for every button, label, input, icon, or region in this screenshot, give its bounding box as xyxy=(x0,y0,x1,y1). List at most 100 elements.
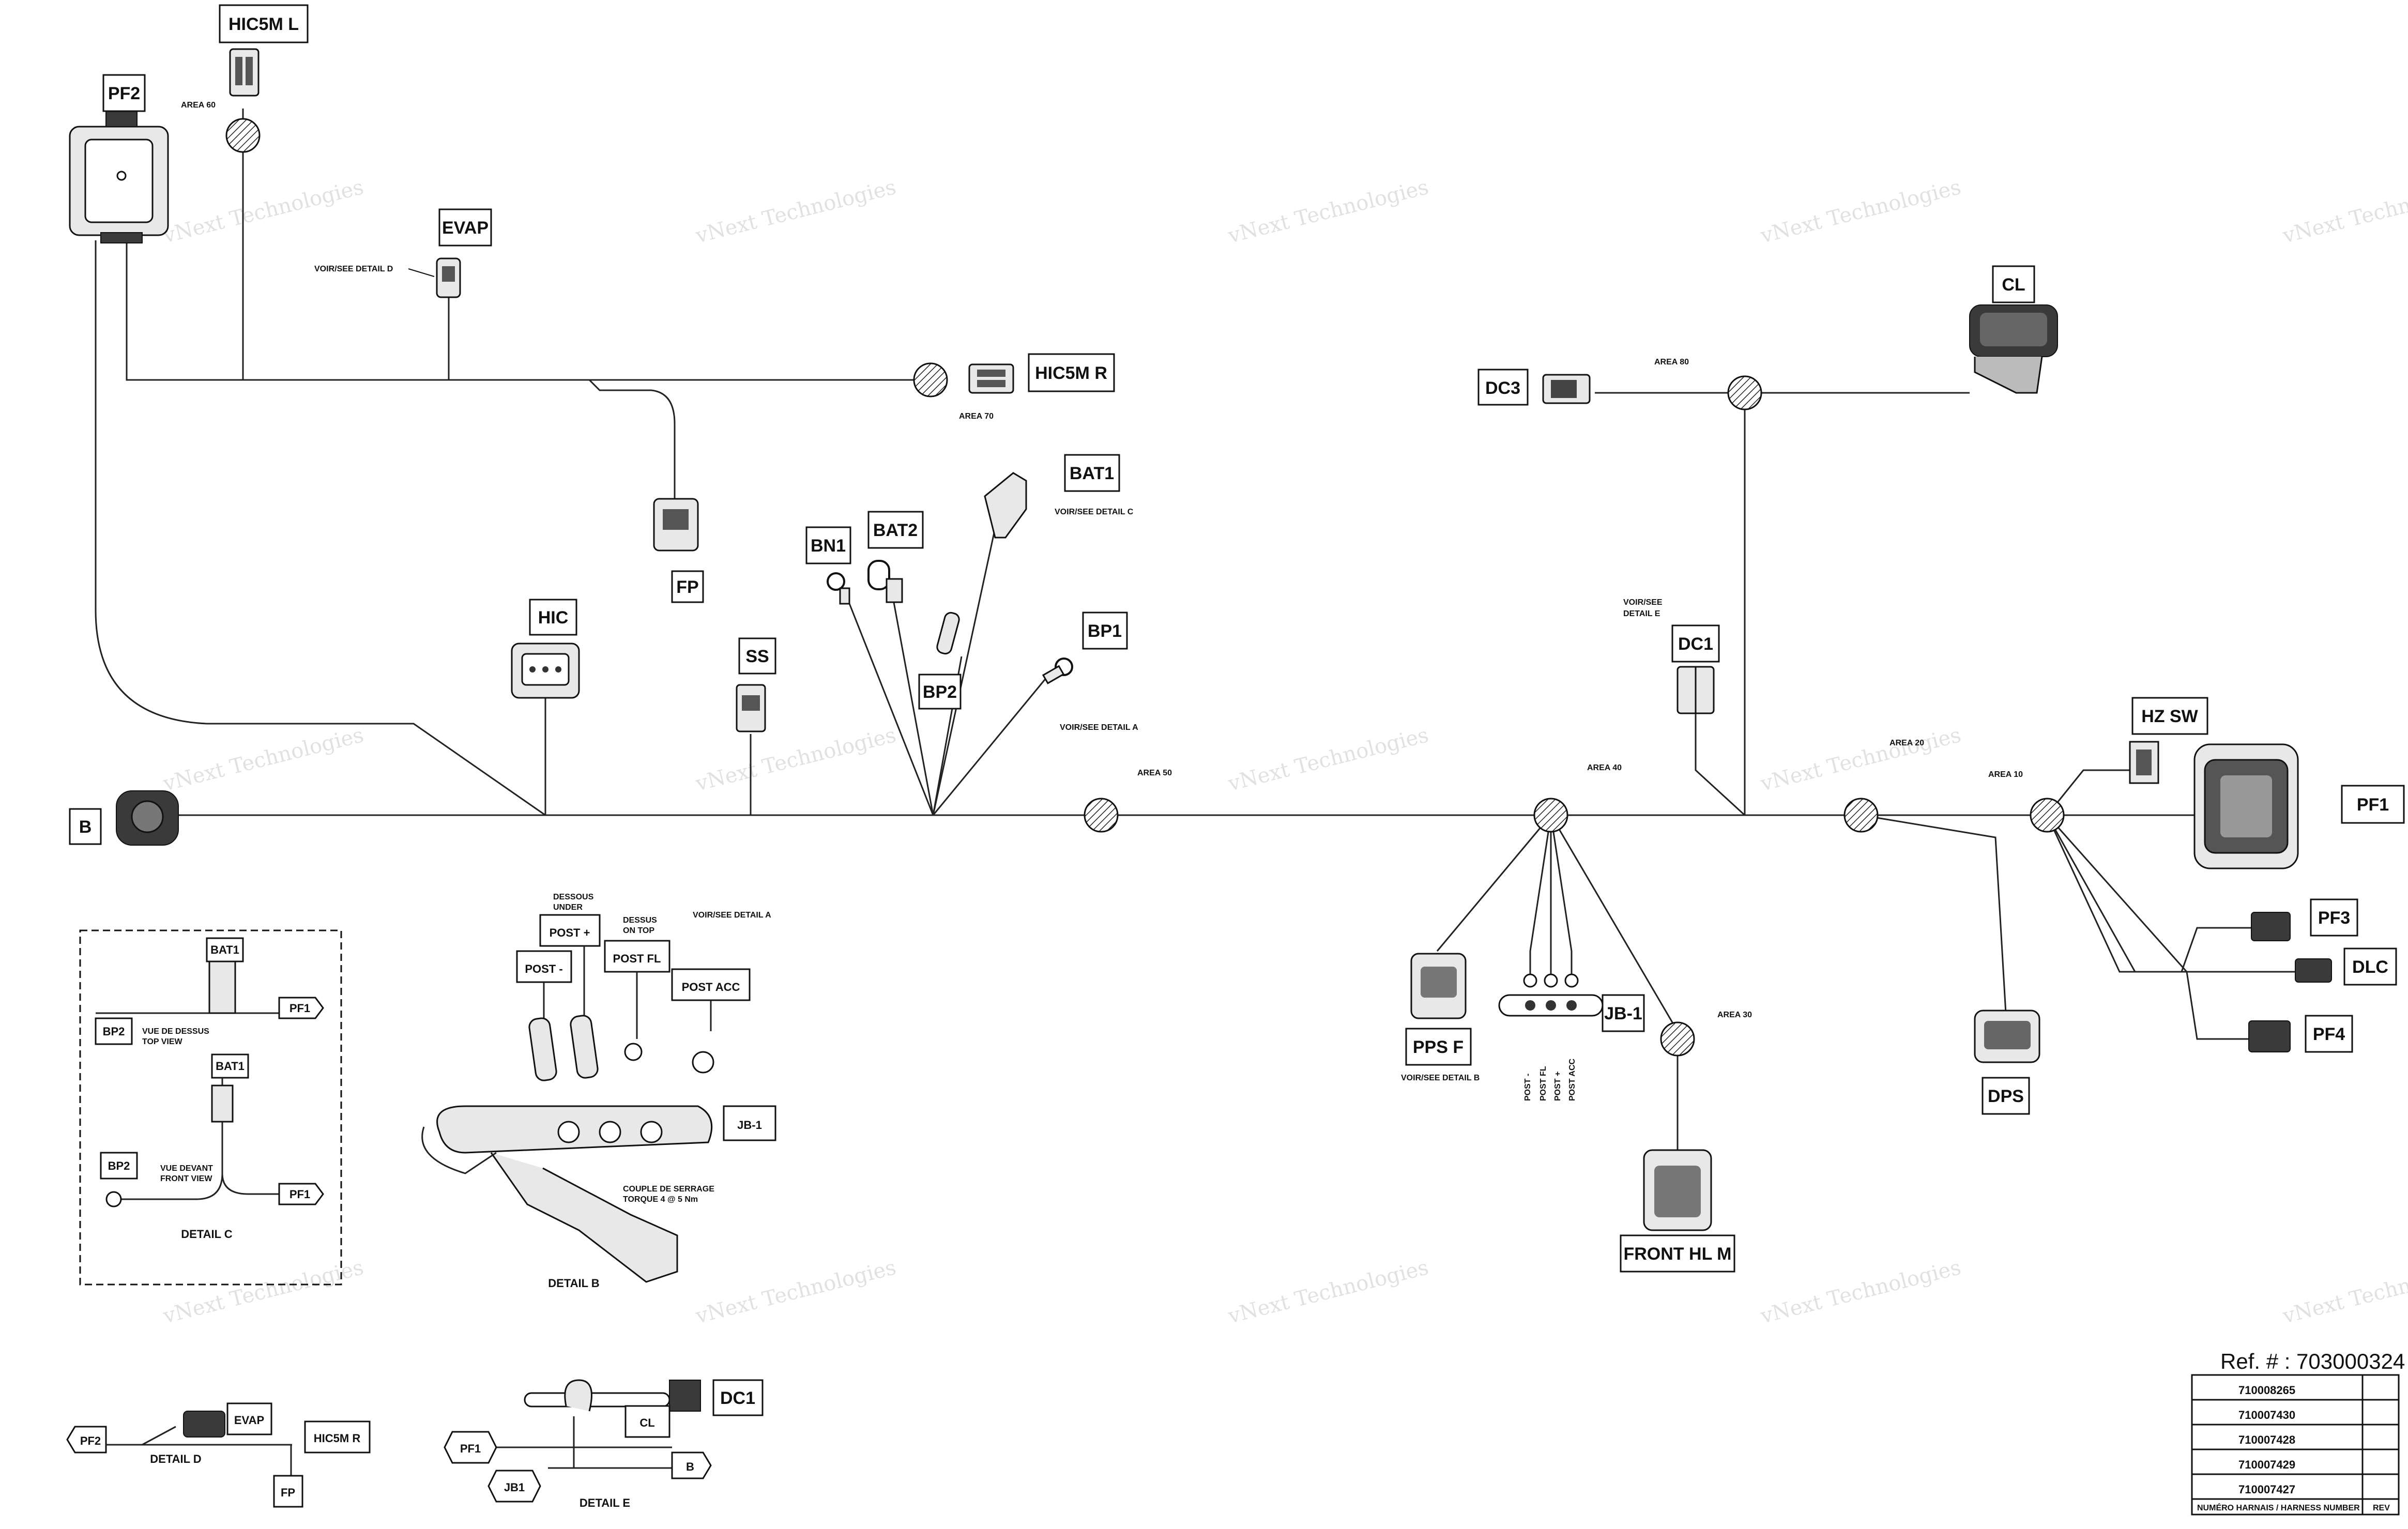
reference-table: Ref. # : 703000324 710008265 710007430 7… xyxy=(2191,1349,2405,1516)
label-fp: FP xyxy=(676,577,698,597)
jb1-block-icon xyxy=(1498,973,1604,1017)
ref-footer-right: REV xyxy=(2373,1504,2390,1512)
detail-c-bp2-top: BP2 xyxy=(103,1025,125,1038)
detail-c-bp2-front: BP2 xyxy=(108,1159,130,1172)
label-ss: SS xyxy=(745,647,769,666)
connectors xyxy=(69,48,2332,1231)
detail-d-fp: FP xyxy=(281,1486,295,1499)
area-70-marker xyxy=(913,362,948,397)
jb-post-acc: POST ACC xyxy=(1568,1058,1577,1101)
detail-c-title: DETAIL C xyxy=(181,1228,233,1241)
watermark: vNext Technologies xyxy=(1225,175,1431,248)
label-pf4: PF4 xyxy=(2313,1025,2345,1044)
bp1-ring-terminal-icon xyxy=(1042,658,1073,684)
dps-connector-icon xyxy=(1974,1010,2040,1063)
detail-c-panel: BAT1 PF1 BP2 VUE DE DESSUS TOP VIEW BAT1… xyxy=(79,929,342,1286)
area-70-label: AREA 70 xyxy=(959,412,994,421)
detail-e-cl: CL xyxy=(639,1416,654,1429)
label-bat1: BAT1 xyxy=(1070,464,1114,483)
ref-row: 710007427 xyxy=(2238,1483,2295,1496)
dc1-connector-icon xyxy=(1677,666,1715,714)
note-see-detail-d: VOIR/SEE DETAIL D xyxy=(314,265,393,273)
detail-b-dessous-1: DESSOUS xyxy=(553,893,594,901)
jb-post-plus: POST + xyxy=(1553,1072,1562,1101)
area-10-marker xyxy=(2030,798,2065,833)
front-hl-m-connector-icon xyxy=(1643,1149,1712,1231)
label-b: B xyxy=(79,817,92,837)
area-30-marker xyxy=(1660,1021,1695,1057)
label-dlc: DLC xyxy=(2352,957,2388,977)
watermark: vNext Technologies xyxy=(2280,175,2408,248)
detail-b-post-plus: POST + xyxy=(550,926,590,939)
hz-sw-switch-icon xyxy=(2129,741,2159,784)
detail-e-b: B xyxy=(686,1460,694,1473)
label-hic5m-r: HIC5M R xyxy=(1035,363,1107,383)
b-connector-icon xyxy=(116,790,179,846)
note-see-detail-e-1: VOIR/SEE xyxy=(1623,598,1663,607)
watermark: vNext Technologies xyxy=(1758,723,1963,796)
area-30-label: AREA 30 xyxy=(1717,1011,1752,1019)
label-bat2: BAT2 xyxy=(873,521,918,540)
label-hic5m-l: HIC5M L xyxy=(228,14,299,34)
label-jb1: JB-1 xyxy=(1604,1004,1642,1023)
ref-row: 710007430 xyxy=(2238,1409,2295,1421)
detail-e-dc1: DC1 xyxy=(720,1388,755,1408)
ref-row: 710007428 xyxy=(2238,1433,2295,1446)
watermark: vNext Technologies xyxy=(693,1256,898,1328)
detail-c-bat1-front: BAT1 xyxy=(216,1060,245,1073)
pf4-connector-icon xyxy=(2248,1020,2291,1052)
detail-d-panel: PF2 EVAP HIC5M R FP DETAIL D xyxy=(66,1402,371,1508)
detail-e-panel: DC1 CL PF1 B JB1 DETAIL E xyxy=(444,1379,764,1509)
detail-c-bat1-top: BAT1 xyxy=(210,943,239,956)
detail-c-front-view-1: VUE DEVANT xyxy=(160,1164,213,1173)
fp-connector-icon xyxy=(653,498,699,552)
label-front-hl-m: FRONT HL M xyxy=(1623,1244,1731,1264)
area-60-label: AREA 60 xyxy=(181,101,216,110)
area-40-label: AREA 40 xyxy=(1587,763,1622,772)
label-pf1: PF1 xyxy=(2357,795,2389,815)
watermark: vNext Technologies xyxy=(1758,175,1963,248)
area-60-marker xyxy=(225,118,261,153)
area-20-marker xyxy=(1843,798,1879,833)
detail-b-post-fl: POST FL xyxy=(613,952,661,965)
label-cl: CL xyxy=(2002,275,2025,295)
ref-footer-left: NUMÉRO HARNAIS / HARNESS NUMBER xyxy=(2197,1503,2360,1512)
jb-post-fl: POST FL xyxy=(1539,1066,1548,1101)
area-markers: AREA 60 AREA 70 AREA 50 AREA 80 AREA 40 … xyxy=(181,101,2065,1057)
area-20-label: AREA 20 xyxy=(1889,739,1924,747)
detail-b-title: DETAIL B xyxy=(548,1277,599,1290)
area-80-marker xyxy=(1727,375,1762,410)
dlc-connector-icon xyxy=(2295,958,2332,983)
label-dc1: DC1 xyxy=(1678,634,1713,654)
watermark: vNext Technologies xyxy=(1758,1256,1963,1328)
note-see-detail-e-2: DETAIL E xyxy=(1623,609,1660,618)
ref-row: 710007429 xyxy=(2238,1458,2295,1471)
harness-wires xyxy=(95,109,2295,1158)
bat1-terminal-icon xyxy=(984,472,1027,539)
label-pps-f: PPS F xyxy=(1413,1037,1464,1057)
detail-c-front-view-2: FRONT VIEW xyxy=(160,1174,212,1183)
watermark: vNext Technologies xyxy=(160,723,366,796)
ref-row: 710008265 xyxy=(2238,1384,2295,1397)
bp2-terminal-icon xyxy=(936,611,960,655)
area-10-label: AREA 10 xyxy=(1988,770,2023,779)
bn1-ring-terminal-icon xyxy=(827,572,850,605)
detail-b-see-a: VOIR/SEE DETAIL A xyxy=(693,911,771,920)
bat2-terminal-icon xyxy=(867,560,903,603)
label-pf3: PF3 xyxy=(2318,908,2350,928)
label-pf2: PF2 xyxy=(108,84,140,103)
hic5m-l-connector-icon xyxy=(229,48,260,97)
dc3-connector-icon xyxy=(1542,374,1591,404)
label-hic: HIC xyxy=(538,608,569,628)
pps-f-connector-icon xyxy=(1410,953,1467,1019)
detail-c-top-view-1: VUE DE DESSUS xyxy=(142,1027,209,1036)
pf3-connector-icon xyxy=(2251,912,2291,941)
detail-c-pf1-top: PF1 xyxy=(289,1002,310,1015)
evap-connector-icon xyxy=(436,257,461,298)
detail-e-jb1: JB1 xyxy=(504,1481,525,1494)
detail-b-post-minus: POST - xyxy=(525,962,562,975)
detail-b-post-acc: POST ACC xyxy=(682,981,740,993)
hic5m-r-connector-icon xyxy=(968,363,1014,394)
detail-d-pf2: PF2 xyxy=(80,1434,101,1447)
area-50-label: AREA 50 xyxy=(1137,769,1172,777)
